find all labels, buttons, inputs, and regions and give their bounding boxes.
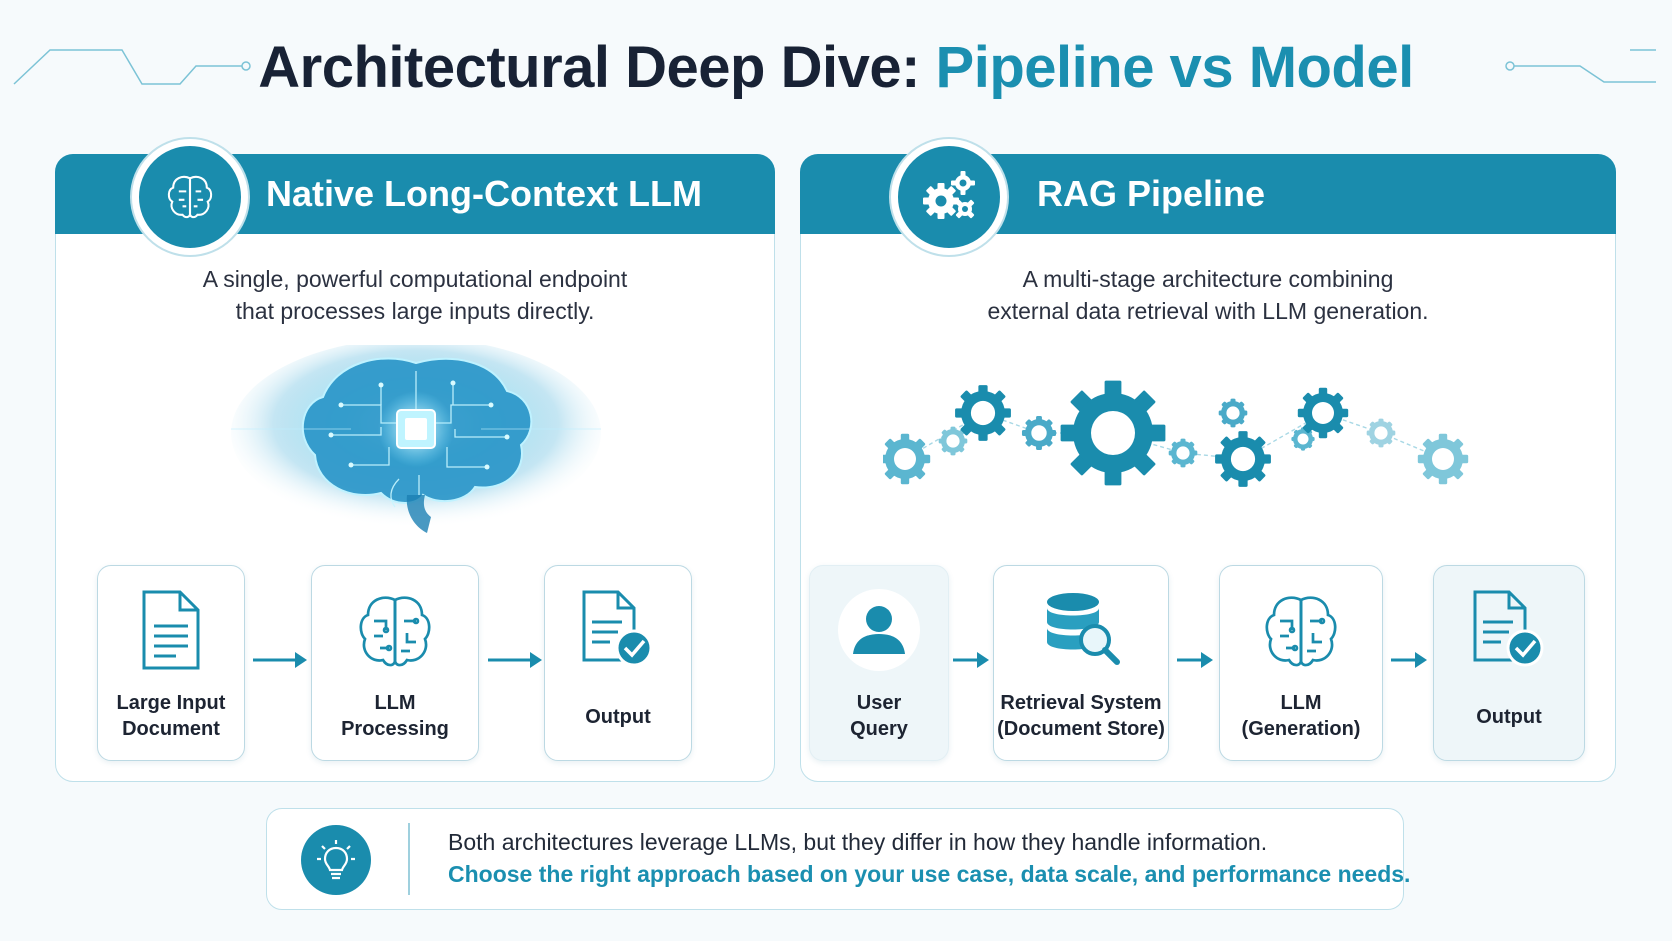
panel-description: A multi-stage architecture combining ext… [801, 263, 1615, 327]
summary-callout: Both architectures leverage LLMs, but th… [266, 808, 1410, 910]
step-retrieval-system: Retrieval System (Document Store) [993, 565, 1169, 761]
step-label-line: (Document Store) [997, 718, 1165, 740]
gear-icon [955, 385, 1011, 441]
step-label-line: Processing [341, 718, 449, 740]
arrow-right-icon [1391, 652, 1427, 668]
document-icon [142, 590, 200, 670]
gear-icon [1366, 418, 1396, 448]
circuit-decoration-left [13, 49, 251, 85]
step-label: Large Input Document [98, 690, 244, 742]
gear-icon [883, 433, 931, 485]
gear-icon [1168, 438, 1198, 468]
step-label-line: Output [585, 706, 651, 728]
description-line: A single, powerful computational endpoin… [202, 266, 628, 292]
step-llm-processing: LLM Processing [311, 565, 479, 761]
step-label: LLM (Generation) [1220, 690, 1382, 742]
step-label: Output [545, 704, 691, 730]
panel-badge [132, 139, 248, 255]
brain-icon [359, 596, 431, 667]
page-title: Architectural Deep Dive: Pipeline vs Mod… [0, 34, 1672, 101]
step-label-line: Query [850, 718, 908, 740]
divider [408, 823, 410, 895]
gear-icon [1291, 427, 1315, 451]
glowing-brain-illustration [231, 345, 601, 533]
panel-title: RAG Pipeline [1037, 173, 1266, 214]
brain-icon [167, 175, 213, 219]
step-label-line: Output [1476, 706, 1542, 728]
title-accent: Pipeline vs Model [935, 35, 1415, 100]
panel-description: A single, powerful computational endpoin… [56, 263, 774, 327]
summary-highlight: Choose the right approach based on your … [448, 861, 1411, 887]
database-search-icon [1047, 593, 1120, 665]
step-user-query: User Query [809, 565, 949, 761]
arrow-right-icon [953, 652, 989, 668]
step-label-line: Retrieval System [1000, 692, 1162, 714]
gear-icon [1215, 431, 1271, 487]
lightbulb-badge [301, 825, 371, 895]
step-label: Output [1434, 704, 1584, 730]
gear-icon [1417, 433, 1469, 485]
gear-icon [1218, 398, 1248, 428]
arrow-right-icon [253, 652, 307, 668]
step-label-line: LLM [1280, 692, 1322, 714]
document-check-icon [1473, 590, 1544, 667]
arrow-right-icon [1177, 652, 1213, 668]
step-label: Retrieval System (Document Store) [994, 690, 1168, 742]
description-line: A multi-stage architecture combining [1022, 266, 1394, 292]
description-line: external data retrieval with LLM generat… [987, 298, 1429, 324]
document-check-icon [582, 590, 653, 667]
step-label-line: LLM [374, 692, 416, 714]
step-large-input-document: Large Input Document [97, 565, 245, 761]
panel-title: Native Long-Context LLM [266, 173, 702, 214]
lightbulb-icon [317, 840, 355, 880]
step-output: Output [544, 565, 692, 761]
gear-icon [1060, 380, 1166, 486]
summary-text: Both architectures leverage LLMs, but th… [448, 829, 1268, 855]
rag-pipeline-panel: RAG Pipeline A multi-stage architecture … [800, 139, 1616, 782]
gear-icon [1021, 415, 1057, 451]
native-llm-panel: Native Long-Context LLM A single, powerf… [55, 139, 775, 782]
step-llm-generation: LLM (Generation) [1219, 565, 1383, 761]
step-label-line: Document [122, 718, 220, 740]
user-icon [838, 589, 920, 671]
step-label-line: User [856, 692, 902, 714]
gear-icon [1297, 387, 1349, 439]
gears-icon [923, 171, 975, 219]
arrow-right-icon [488, 652, 542, 668]
panel-badge [891, 139, 1007, 255]
brain-icon [1265, 596, 1337, 667]
step-label: LLM Processing [312, 690, 478, 742]
circuit-decoration-right [1505, 49, 1656, 83]
gear-chain-illustration [883, 380, 1469, 487]
title-main: Architectural Deep Dive: [258, 35, 936, 100]
step-output: Output [1433, 565, 1585, 761]
step-label-line: (Generation) [1241, 718, 1361, 740]
description-line: that processes large inputs directly. [235, 298, 595, 324]
gear-icon [938, 426, 968, 456]
step-label: User Query [810, 690, 948, 742]
step-label-line: Large Input [116, 692, 226, 714]
